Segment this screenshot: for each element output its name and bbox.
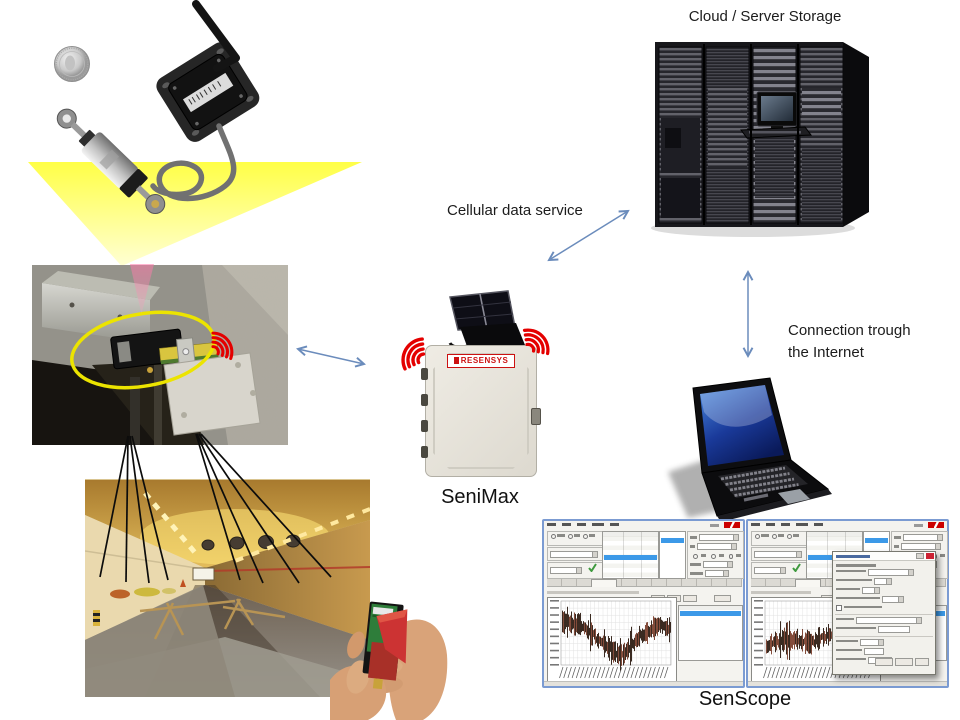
hinge [421,446,428,458]
settings-dialog [832,551,936,675]
senscope-window-left [542,519,745,688]
check-icon [792,563,802,573]
dialog-close-button [926,553,934,559]
check-icon [588,563,598,573]
hinge [421,420,428,432]
senspot-hand-photo [330,601,448,720]
site-select-group [751,547,807,561]
latch [531,408,541,425]
senimax-solar-panel [448,290,525,349]
dialog-buttons [875,653,931,671]
data-source-group [751,531,807,546]
selected-quantity-row [865,538,888,543]
selected-series-row [680,611,741,616]
selected-quantity-row [661,538,684,543]
tab-strip [547,579,742,587]
reading-data-group [751,562,807,579]
data-plot [547,597,677,685]
brand-label: RESENSYS [447,354,515,368]
quantity-list [659,531,686,579]
sensor-cable [150,123,237,202]
server-racks [651,42,869,237]
arrow-sensors-senimax [296,345,366,368]
sensor-node-photo [54,0,260,215]
cellular-label: Cellular data service [447,202,583,219]
resensys-logo [914,522,944,529]
senscope-window-right [746,519,949,688]
kvm-console [740,91,812,139]
dialog-titlebar [833,552,935,561]
menu-bar [751,523,823,526]
senspot-device [362,601,408,690]
senimax-door-panel [433,353,529,469]
senimax-label: SeniMax [441,486,519,508]
senscope-label: SenScope [698,688,792,710]
series-table [678,605,743,661]
device-list-table [602,531,659,579]
selected-device-row [604,555,657,560]
dialog-help-button [916,553,924,559]
data-source-group [547,531,603,546]
senimax-enclosure: RESENSYS [421,345,541,477]
installed-sensor-photo [32,265,288,445]
reading-data-group [547,562,603,579]
laptop [668,377,832,522]
time-range-group [687,531,744,579]
chart-toolbar [547,589,743,620]
hinge [421,368,428,380]
internet-label: Connection trough the Internet [788,322,911,361]
cloud-label: Cloud / Server Storage [688,8,842,25]
hinge [421,394,428,406]
displacement-sensor [56,108,166,215]
wireless-node [156,42,260,142]
status-bar [748,681,947,686]
resensys-logo [710,522,740,529]
site-select-group [547,547,603,561]
antenna [192,0,240,72]
menu-bar [547,523,619,526]
status-bar [544,681,743,686]
coin [54,46,90,82]
